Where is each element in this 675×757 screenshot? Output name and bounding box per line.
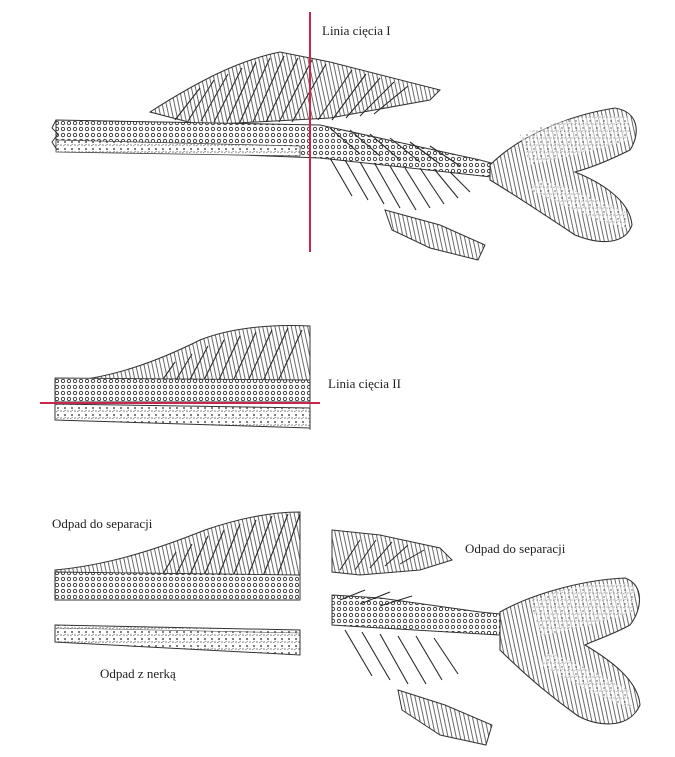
tail-anal-fin: [398, 690, 492, 745]
front-kidney-strip: [55, 404, 310, 428]
cut-line-2-label: Linia cięcia II: [328, 376, 401, 392]
front-section: [55, 326, 310, 430]
kidney-waste-strip: [55, 625, 300, 655]
separation-waste-label-right: Odpad do separacji: [465, 541, 565, 557]
separation-waste-label-left: Odpad do separacji: [52, 516, 152, 532]
tail-section: [332, 530, 640, 745]
whole-fish-frame: [52, 52, 636, 260]
kidney-waste-label: Odpad z nerką: [100, 666, 176, 682]
anal-fin: [385, 210, 485, 260]
cut-line-1-label: Linia cięcia I: [322, 23, 391, 39]
tail-dorsal-separation-piece: [332, 530, 452, 575]
